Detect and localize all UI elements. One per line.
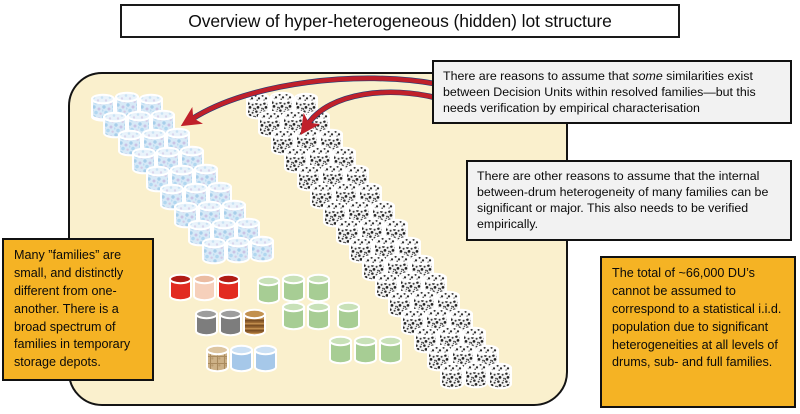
callout-many-families: Many ”families” are small, and distinctl… bbox=[2, 238, 154, 382]
callout-similarities-after: similarities exist between Decision Unit… bbox=[443, 69, 756, 116]
callout-families-text: Many ”families” are small, and distinctl… bbox=[14, 248, 131, 370]
figure-title-box: Overview of hyper-heterogeneous (hidden)… bbox=[120, 4, 680, 38]
callout-similarities-emphasis: some bbox=[632, 69, 663, 83]
callout-total-text: The total of ~66,000 DU’s cannot be assu… bbox=[612, 266, 782, 370]
page-title: Overview of hyper-heterogeneous (hidden)… bbox=[188, 10, 612, 31]
callout-total-dus: The total of ~66,000 DU’s cannot be assu… bbox=[600, 256, 796, 408]
callout-similarities: There are reasons to assume that some si… bbox=[432, 60, 792, 125]
callout-internal-text: There are other reasons to assume that t… bbox=[477, 169, 769, 232]
callout-similarities-before: There are reasons to assume that bbox=[443, 69, 633, 83]
callout-internal-heterogeneity: There are other reasons to assume that t… bbox=[466, 160, 792, 241]
